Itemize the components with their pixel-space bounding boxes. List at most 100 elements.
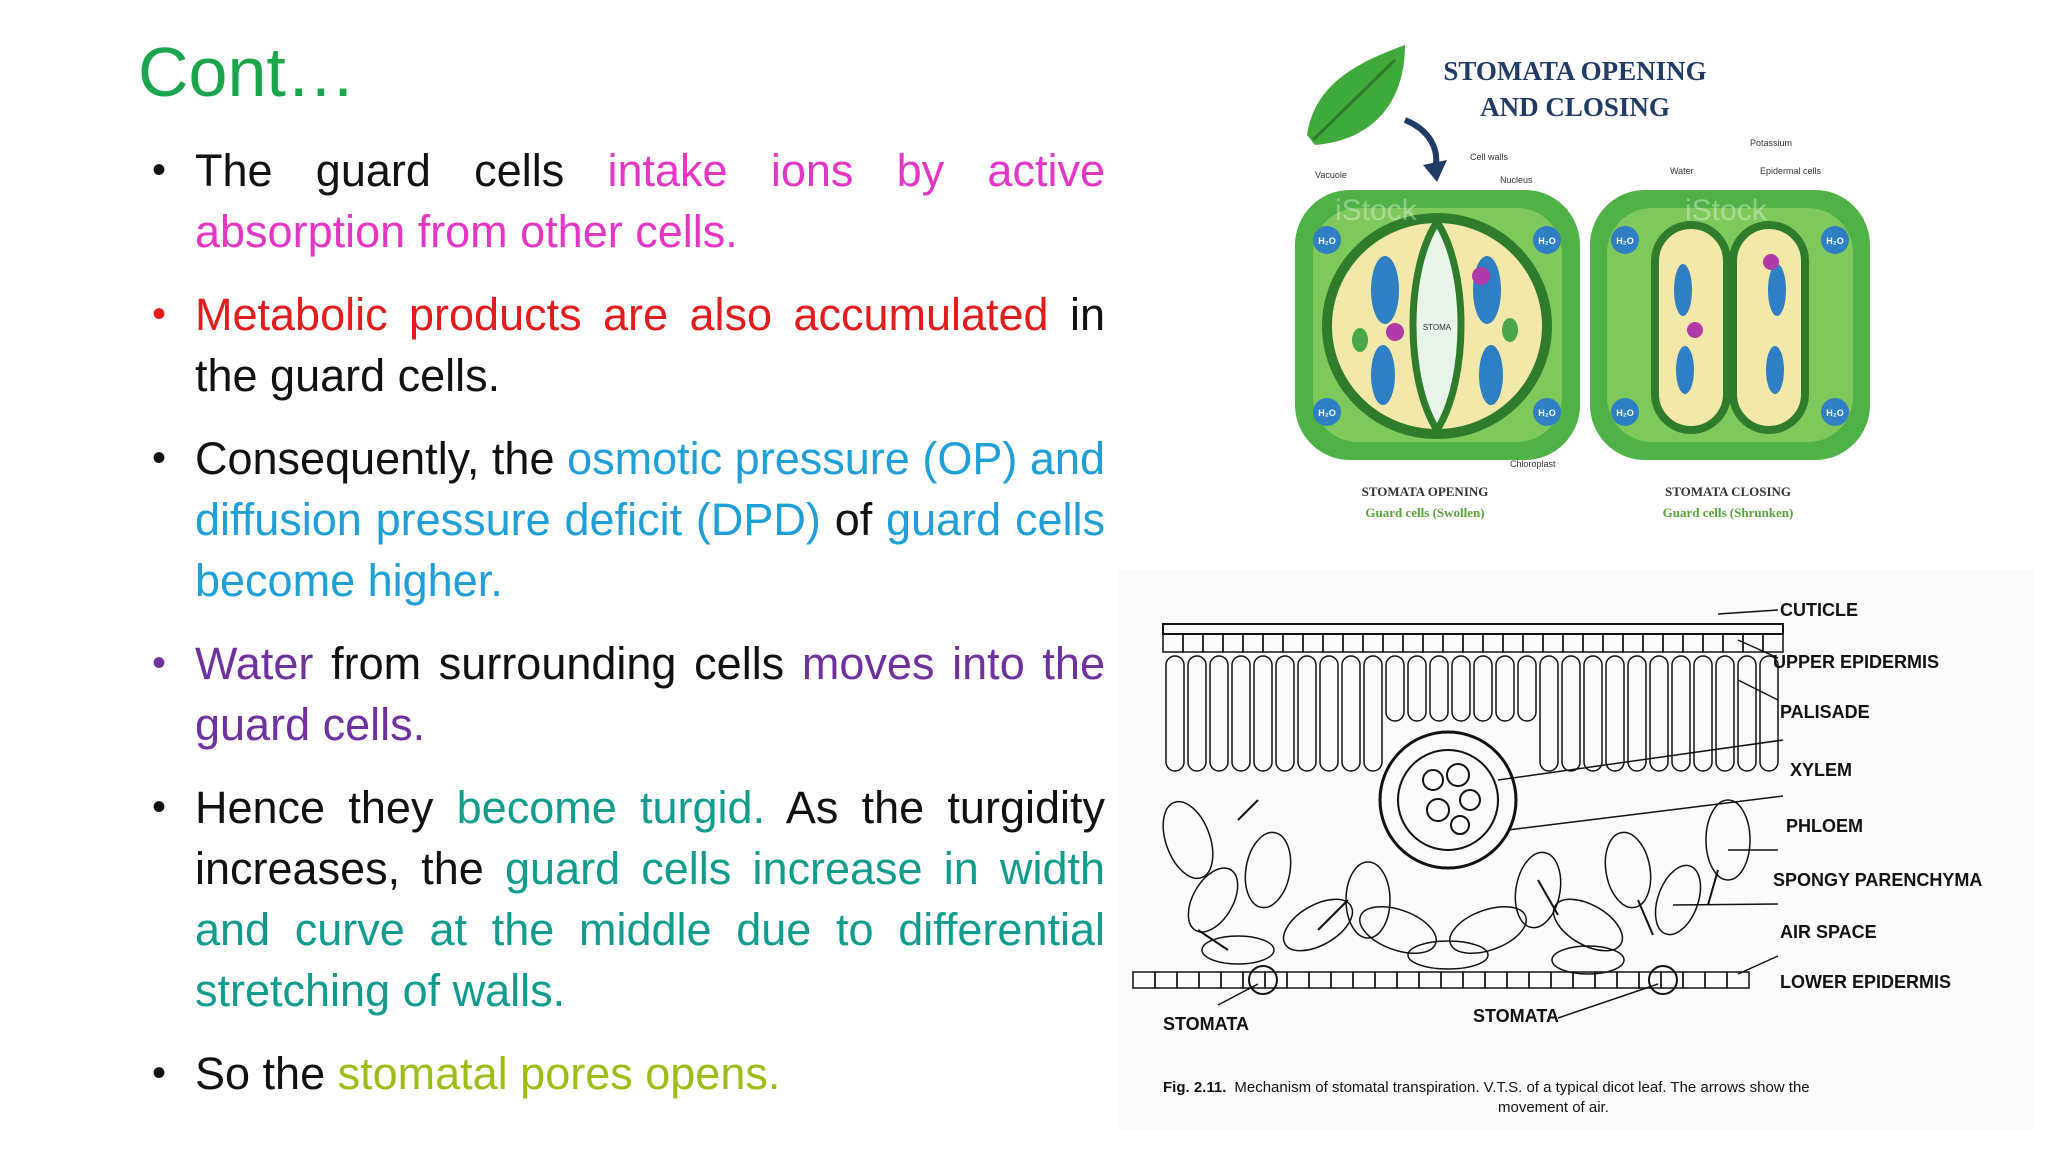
- bullet-text-segment: Consequently, the: [195, 433, 568, 484]
- caption-bold: Fig. 2.11.: [1163, 1079, 1226, 1096]
- bullet-text-segment: moves into the guard cells.: [195, 638, 1105, 750]
- bullet-item: • Metabolic products are also accumulated…: [150, 284, 1105, 406]
- bullet-text-segment: stomatal pores opens.: [337, 1048, 781, 1099]
- slide-title: Cont…: [138, 33, 356, 111]
- leaf-icon: [1307, 45, 1447, 182]
- bullet-dot: •: [152, 641, 167, 685]
- air-movement-arrows: [1197, 799, 1719, 951]
- spongy-parenchyma-cells: [1162, 799, 1751, 975]
- bullet-dot: •: [152, 292, 167, 336]
- stomata-figure: STOMATA OPENING AND CLOSING Vacuole Cell…: [1255, 40, 1895, 545]
- subcaption-opening: Guard cells (Swollen): [1365, 505, 1484, 520]
- spongy-cell: [1162, 800, 1214, 880]
- label-xylem: XYLEM: [1790, 760, 1852, 780]
- h2o-label: H₂O: [1318, 408, 1336, 418]
- palisade-cell: [1297, 655, 1317, 772]
- palisade-cell: [1759, 655, 1779, 772]
- label-cell-walls: Cell walls: [1470, 152, 1509, 162]
- label-nucleus: Nucleus: [1500, 175, 1533, 185]
- bullet-dot: •: [152, 785, 167, 829]
- palisade-cells: [1165, 655, 1779, 772]
- label-vacuole: Vacuole: [1315, 170, 1347, 180]
- palisade-cell: [1605, 655, 1625, 772]
- palisade-cell: [1275, 655, 1295, 772]
- palisade-cell: [1231, 655, 1251, 772]
- vascular-bundle: [1378, 730, 1518, 870]
- h2o-label: H₂O: [1826, 236, 1844, 246]
- leaf-section-figure: CUTICLE UPPER EPIDERMIS PALISADE XYLEM P…: [1118, 570, 2034, 1130]
- label-cuticle: CUTICLE: [1780, 600, 1858, 620]
- bullet-text-segment: guard cells increase in width and curve …: [195, 843, 1106, 1016]
- bullet-item: •Consequently, the osmotic pressure (OP)…: [150, 428, 1105, 611]
- spongy-cell: [1449, 906, 1527, 954]
- palisade-cell: [1495, 655, 1515, 722]
- palisade-cell: [1341, 655, 1361, 772]
- spongy-cell: [1514, 851, 1562, 929]
- bullet-item: •Hence they become turgid. As the turgid…: [150, 777, 1105, 1021]
- figure-title-line1: STOMATA OPENING: [1443, 56, 1706, 86]
- h2o-label: H₂O: [1318, 236, 1336, 246]
- spongy-cell: [1705, 799, 1751, 881]
- palisade-cell: [1385, 655, 1405, 722]
- palisade-cell: [1737, 655, 1757, 772]
- label-lower-epidermis: LOWER EPIDERMIS: [1780, 972, 1951, 992]
- bullet-dot: •: [152, 148, 167, 192]
- h2o-label: H₂O: [1616, 408, 1634, 418]
- lower-epidermis-cells: [1132, 971, 1750, 989]
- spongy-cell: [1345, 861, 1391, 939]
- bullet-item: •So the stomatal pores opens.: [150, 1043, 1105, 1104]
- label-spongy-parenchyma: SPONGY PARENCHYMA: [1773, 870, 1982, 890]
- leaf-section-illustration: CUTICLE UPPER EPIDERMIS PALISADE XYLEM P…: [1118, 570, 2034, 1130]
- svg-text:Fig. 2.11.Mechanism of stomata: Fig. 2.11. Mechanism of stomatal transpir…: [1163, 1079, 1810, 1096]
- palisade-cell: [1363, 655, 1383, 772]
- label-chloroplast: Chloroplast: [1510, 459, 1556, 469]
- palisade-cell: [1627, 655, 1647, 772]
- palisade-cell: [1187, 655, 1207, 772]
- palisade-cell: [1693, 655, 1713, 772]
- spongy-cell: [1244, 831, 1292, 909]
- h2o-label: H₂O: [1826, 408, 1844, 418]
- watermark: iStock: [1335, 194, 1418, 227]
- label-palisade: PALISADE: [1780, 702, 1870, 722]
- palisade-cell: [1429, 655, 1449, 722]
- bullet-text-segment: guard cells become higher.: [195, 494, 1105, 606]
- bullet-text-segment: The guard cells: [195, 145, 608, 196]
- stomata-closing-diagram: H₂O H₂O H₂O H₂O: [1590, 190, 1870, 460]
- caption-line1: Mechanism of stomatal transpiration. V.T…: [1234, 1079, 1809, 1096]
- palisade-cell: [1561, 655, 1581, 772]
- label-stomata-right: STOMATA: [1473, 1006, 1559, 1026]
- stomata-illustration: STOMATA OPENING AND CLOSING Vacuole Cell…: [1255, 40, 1895, 545]
- palisade-cell: [1473, 655, 1493, 722]
- spongy-cell: [1359, 906, 1437, 954]
- bullet-text-segment: osmotic pressure (OP) and diffusion pres…: [195, 433, 1105, 545]
- stomata-pore-right: [1648, 965, 1678, 995]
- caption-closing: STOMATA CLOSING: [1665, 484, 1791, 499]
- label-upper-epidermis: UPPER EPIDERMIS: [1773, 652, 1939, 672]
- palisade-cell: [1253, 655, 1273, 772]
- spongy-cell: [1654, 864, 1702, 936]
- palisade-cell: [1407, 655, 1427, 722]
- palisade-cell: [1209, 655, 1229, 772]
- bullet-text-segment: of: [820, 494, 887, 545]
- bullet-text-segment: become turgid.: [456, 782, 766, 833]
- label-stomata-left: STOMATA: [1163, 1014, 1249, 1034]
- spongy-cell: [1187, 867, 1239, 933]
- upper-epidermis-cell: [1762, 633, 1784, 653]
- watermark: iStock: [1685, 194, 1768, 227]
- label-phloem: PHLOEM: [1786, 816, 1863, 836]
- caption-opening: STOMATA OPENING: [1362, 484, 1489, 499]
- palisade-cell: [1715, 655, 1735, 772]
- spongy-cell: [1604, 831, 1652, 909]
- spongy-cell: [1282, 898, 1354, 952]
- bullet-text-segment: Metabolic products are also accumulated: [195, 289, 1049, 340]
- bullet-text-segment: Hence they: [195, 782, 457, 833]
- stomata-opening-diagram: STOMA H₂O H₂O H₂O H₂O: [1295, 190, 1580, 460]
- spongy-cell: [1551, 945, 1625, 975]
- figure-title-line2: AND CLOSING: [1480, 92, 1670, 122]
- palisade-cell: [1671, 655, 1691, 772]
- palisade-cell: [1319, 655, 1339, 772]
- bullet-text-segment: from surrounding cells: [313, 638, 802, 689]
- bullet-text-segment: in the guard cells.: [195, 289, 1105, 401]
- bullet-item: •Water from surrounding cells moves into…: [150, 633, 1105, 755]
- spongy-cell: [1201, 935, 1275, 965]
